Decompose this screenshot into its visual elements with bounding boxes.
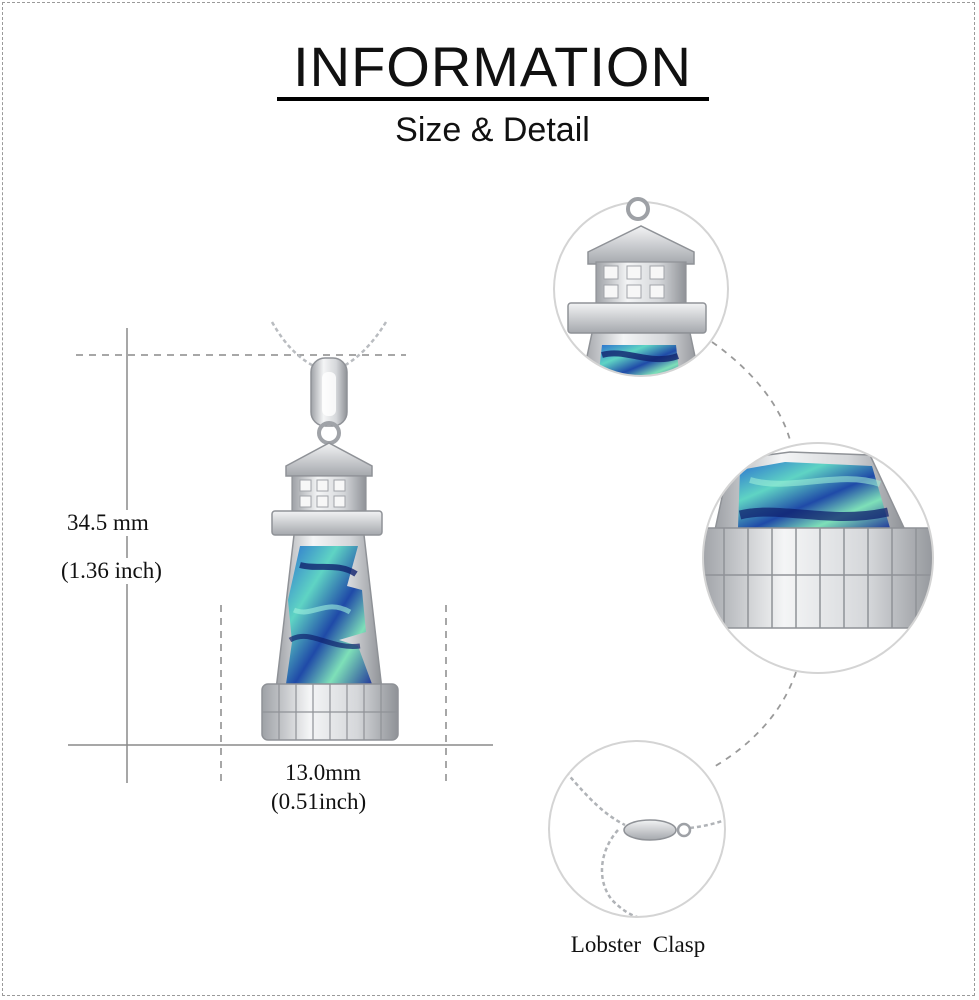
height-mm-label: 34.5 mm <box>66 510 150 536</box>
detail-circle-abalone <box>702 442 934 674</box>
detail-jump-ring <box>626 197 650 221</box>
abalone-inlay <box>286 546 372 684</box>
lobster-clasp-label: Lobster Clasp <box>570 932 706 957</box>
height-inch-label: (1.36 inch) <box>60 558 163 584</box>
page-title: INFORMATION <box>293 35 692 98</box>
detail-circle-clasp <box>548 740 726 918</box>
detail-circle-top <box>553 197 729 377</box>
gallery-deck <box>271 510 383 536</box>
lobster-clasp <box>623 819 677 841</box>
width-mm-label: 13.0mm <box>284 760 363 786</box>
title-underline <box>277 97 709 101</box>
connector-arcs <box>711 341 797 769</box>
page-subtitle: Size & Detail <box>395 111 590 149</box>
width-inch-label: (0.51inch) <box>270 789 368 815</box>
lighthouse-roof <box>285 442 373 477</box>
dimension-lines <box>68 328 493 783</box>
lighthouse-pendant <box>261 357 399 741</box>
necklace-chain <box>270 321 388 370</box>
